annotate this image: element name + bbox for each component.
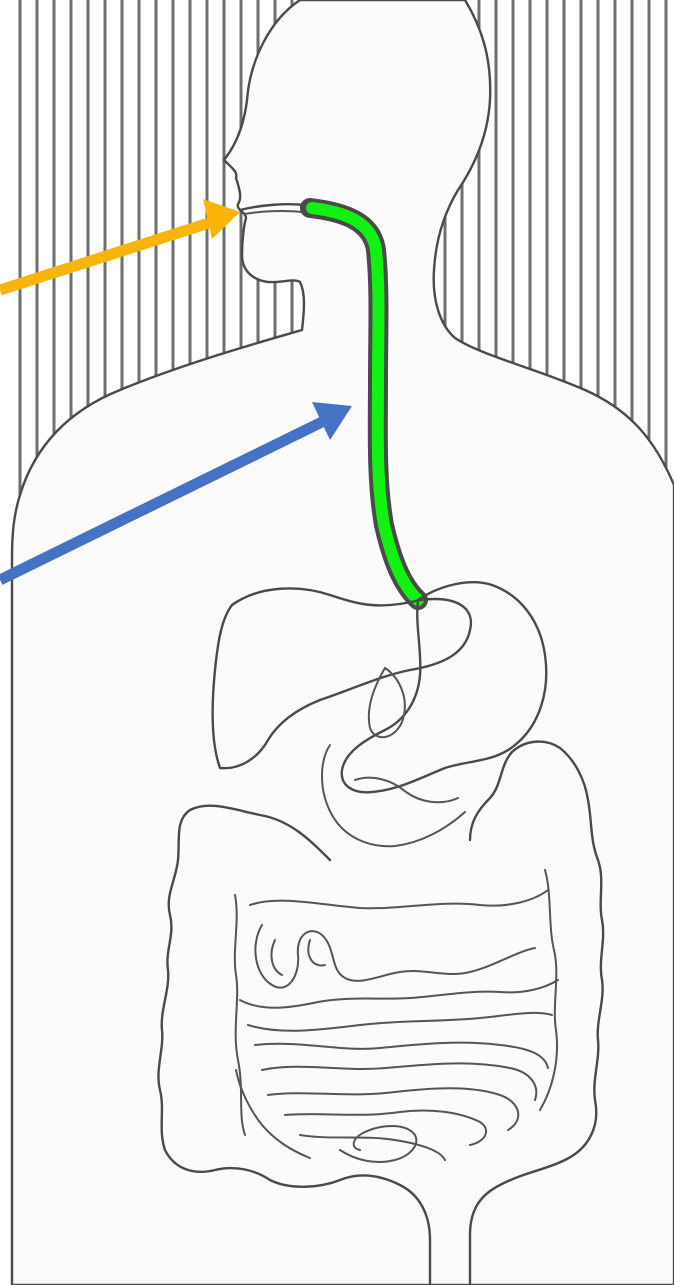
digestive-system-diagram — [0, 0, 674, 1285]
diagram-canvas — [0, 0, 674, 1285]
